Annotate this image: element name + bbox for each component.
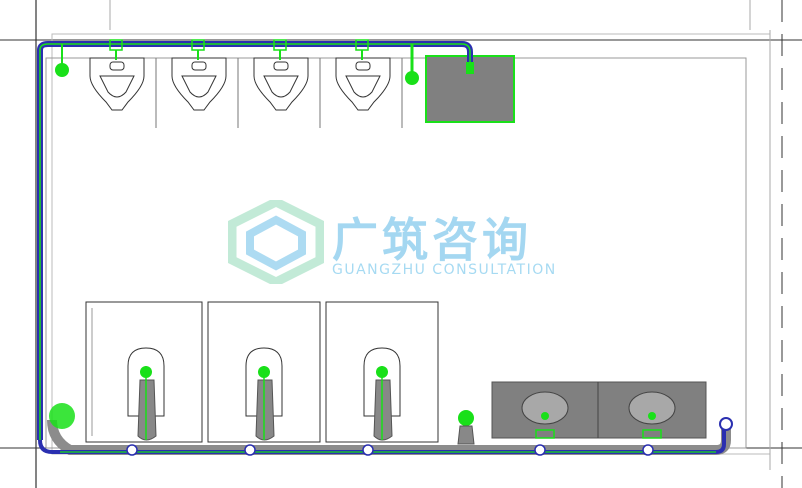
urinal-fixture[interactable] [89,57,145,111]
urinal-fixtures[interactable] [89,57,391,111]
toilet-fixture[interactable] [245,347,283,441]
bottom-drain-pipe[interactable] [38,403,733,456]
floor-drain[interactable] [457,410,475,445]
toilet-fixture[interactable] [363,347,401,441]
urinal-partitions [155,58,403,128]
urinal-fixture[interactable] [335,57,391,111]
toilet-fixtures[interactable] [127,347,401,441]
sink-counter[interactable] [491,381,707,439]
urinal-fixture[interactable] [253,57,309,111]
toilet-fixture[interactable] [127,347,165,441]
sink-fixture[interactable] [521,391,569,439]
sink-fixture[interactable] [628,391,676,439]
top-supply-pipe[interactable] [37,39,474,440]
urinal-fixture[interactable] [171,57,227,111]
toilet-stalls [85,301,439,443]
